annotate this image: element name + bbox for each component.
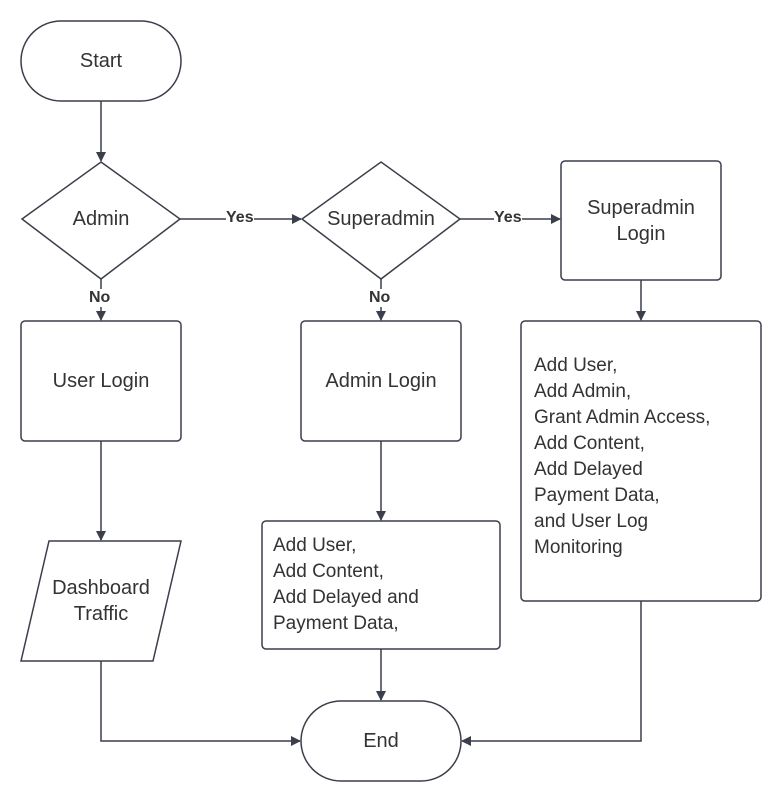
arrow-dashboard-to-end <box>100 661 301 746</box>
edge-label-admin-no: No <box>89 289 111 307</box>
edge-label-admin-yes: Yes <box>226 209 254 227</box>
admin-decision-label: Admin <box>72 208 130 230</box>
edge-label-superadmin-no: No <box>369 289 391 307</box>
edge-label-superadmin-yes: Yes <box>494 209 522 227</box>
dashboard-traffic-parallelogram <box>20 540 182 662</box>
admin-login-label: Admin Login <box>325 370 437 392</box>
admin-tasks-label: Add User, Add Content, Add Delayed and P… <box>273 535 419 634</box>
arrow-superadmin-tasks-to-end <box>461 601 642 746</box>
dashboard-traffic-label: Dashboard Traffic <box>52 577 150 625</box>
end-label: End <box>363 730 399 752</box>
superadmin-login-label: Superadmin Login <box>587 196 695 245</box>
start-label: Start <box>79 50 123 72</box>
user-login-label: User Login <box>52 370 150 392</box>
superadmin-decision-label: Superadmin <box>327 208 435 230</box>
superadmin-tasks-label: Add User, Add Admin, Grant Admin Access,… <box>534 355 711 558</box>
